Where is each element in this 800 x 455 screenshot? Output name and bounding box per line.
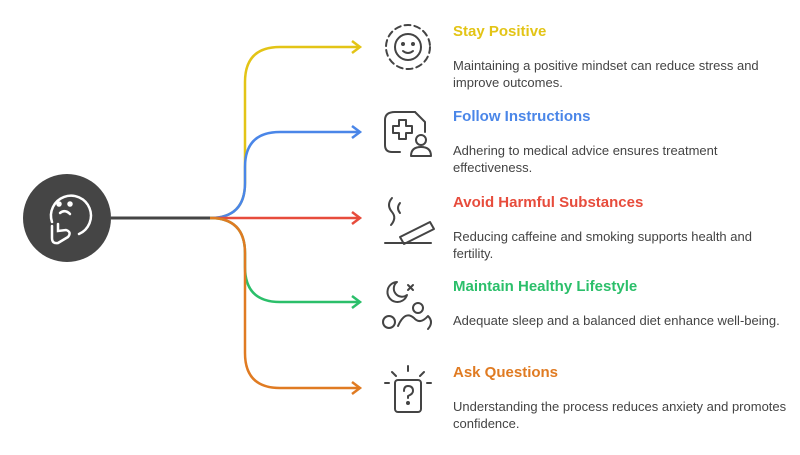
arrow-head-icon: [351, 381, 363, 395]
item-title: Avoid Harmful Substances: [453, 194, 644, 211]
central-node: [23, 174, 111, 262]
item-description: Adequate sleep and a balanced diet enhan…: [453, 313, 780, 328]
branch-line: [209, 130, 358, 220]
arrow-head-icon: [351, 295, 363, 309]
branch-line: [209, 216, 358, 304]
item-description: Understanding the process reduces anxiet…: [453, 399, 787, 431]
question-card-icon: [384, 365, 432, 413]
smiley-icon: [385, 24, 431, 70]
branch-line: [209, 216, 358, 390]
arrow-head-icon: [351, 40, 363, 54]
arrow-head-icon: [351, 211, 363, 225]
arrow-head-icon: [351, 125, 363, 139]
cigarette-icon: [384, 197, 435, 245]
item-description: Adhering to medical advice ensures treat…: [453, 143, 718, 175]
item-description: Reducing caffeine and smoking supports h…: [453, 229, 752, 261]
item-title: Follow Instructions: [453, 108, 591, 125]
medical-document-icon: [384, 111, 432, 157]
sleep-exercise-icon: [382, 281, 432, 330]
item-title: Stay Positive: [453, 23, 547, 40]
thinking-face-icon: [49, 194, 93, 245]
item-title: Maintain Healthy Lifestyle: [453, 278, 638, 295]
item-title: Ask Questions: [453, 364, 559, 381]
item-description: Maintaining a positive mindset can reduc…: [453, 58, 759, 90]
